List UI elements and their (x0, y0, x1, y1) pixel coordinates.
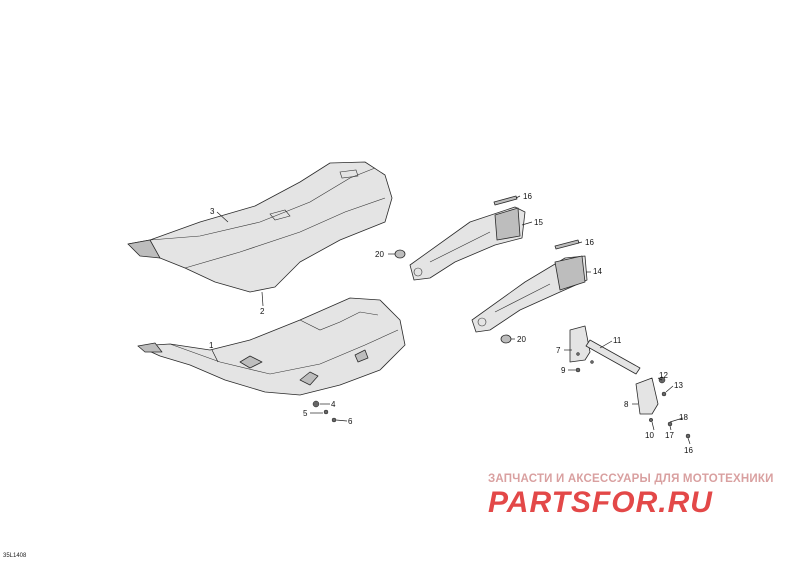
callout-10: 10 (645, 431, 654, 440)
callout-2: 2 (260, 307, 265, 316)
callout-6: 6 (348, 417, 353, 426)
callout-15: 15 (534, 218, 543, 227)
watermark-logo: PARTSFOR.RU (488, 486, 713, 519)
callout-1: 1 (209, 341, 214, 350)
bracket-front-part (569, 325, 591, 363)
callout-8: 8 (624, 400, 629, 409)
side-panel-upper-part (409, 206, 526, 281)
side-panel-lower-part (471, 255, 588, 333)
seat-part (127, 161, 393, 293)
bracket-rear-part (635, 377, 659, 415)
diagram-code: 35L1408 (3, 553, 27, 559)
callout-16-lower: 16 (585, 238, 594, 247)
callout-14: 14 (593, 267, 602, 276)
callout-9: 9 (561, 366, 566, 375)
callout-5: 5 (303, 409, 308, 418)
callout-16-upper: 16 (523, 192, 532, 201)
seat-base-part (137, 297, 406, 396)
callout-17: 16 (684, 446, 693, 455)
callout-3: 3 (210, 207, 215, 216)
watermark-tagline: ЗАПЧАСТИ И АКСЕССУАРЫ ДЛЯ МОТОТЕХНИКИ (488, 473, 774, 485)
support-rod-part (585, 339, 641, 375)
callout-12: 12 (659, 371, 668, 380)
callout-18: 17 (665, 431, 674, 440)
callout-7: 7 (556, 346, 561, 355)
callout-11: 11 (613, 336, 622, 345)
callout-20-upper: 20 (375, 250, 384, 259)
callout-13: 13 (674, 381, 683, 390)
callout-labels: 3 2 1 4 5 6 20 16 15 16 14 20 11 7 9 8 1… (209, 192, 693, 455)
leader-lines (211, 195, 691, 445)
callout-4: 4 (331, 400, 336, 409)
callout-20-lower: 20 (517, 335, 526, 344)
callout-19: 18 (679, 413, 688, 422)
